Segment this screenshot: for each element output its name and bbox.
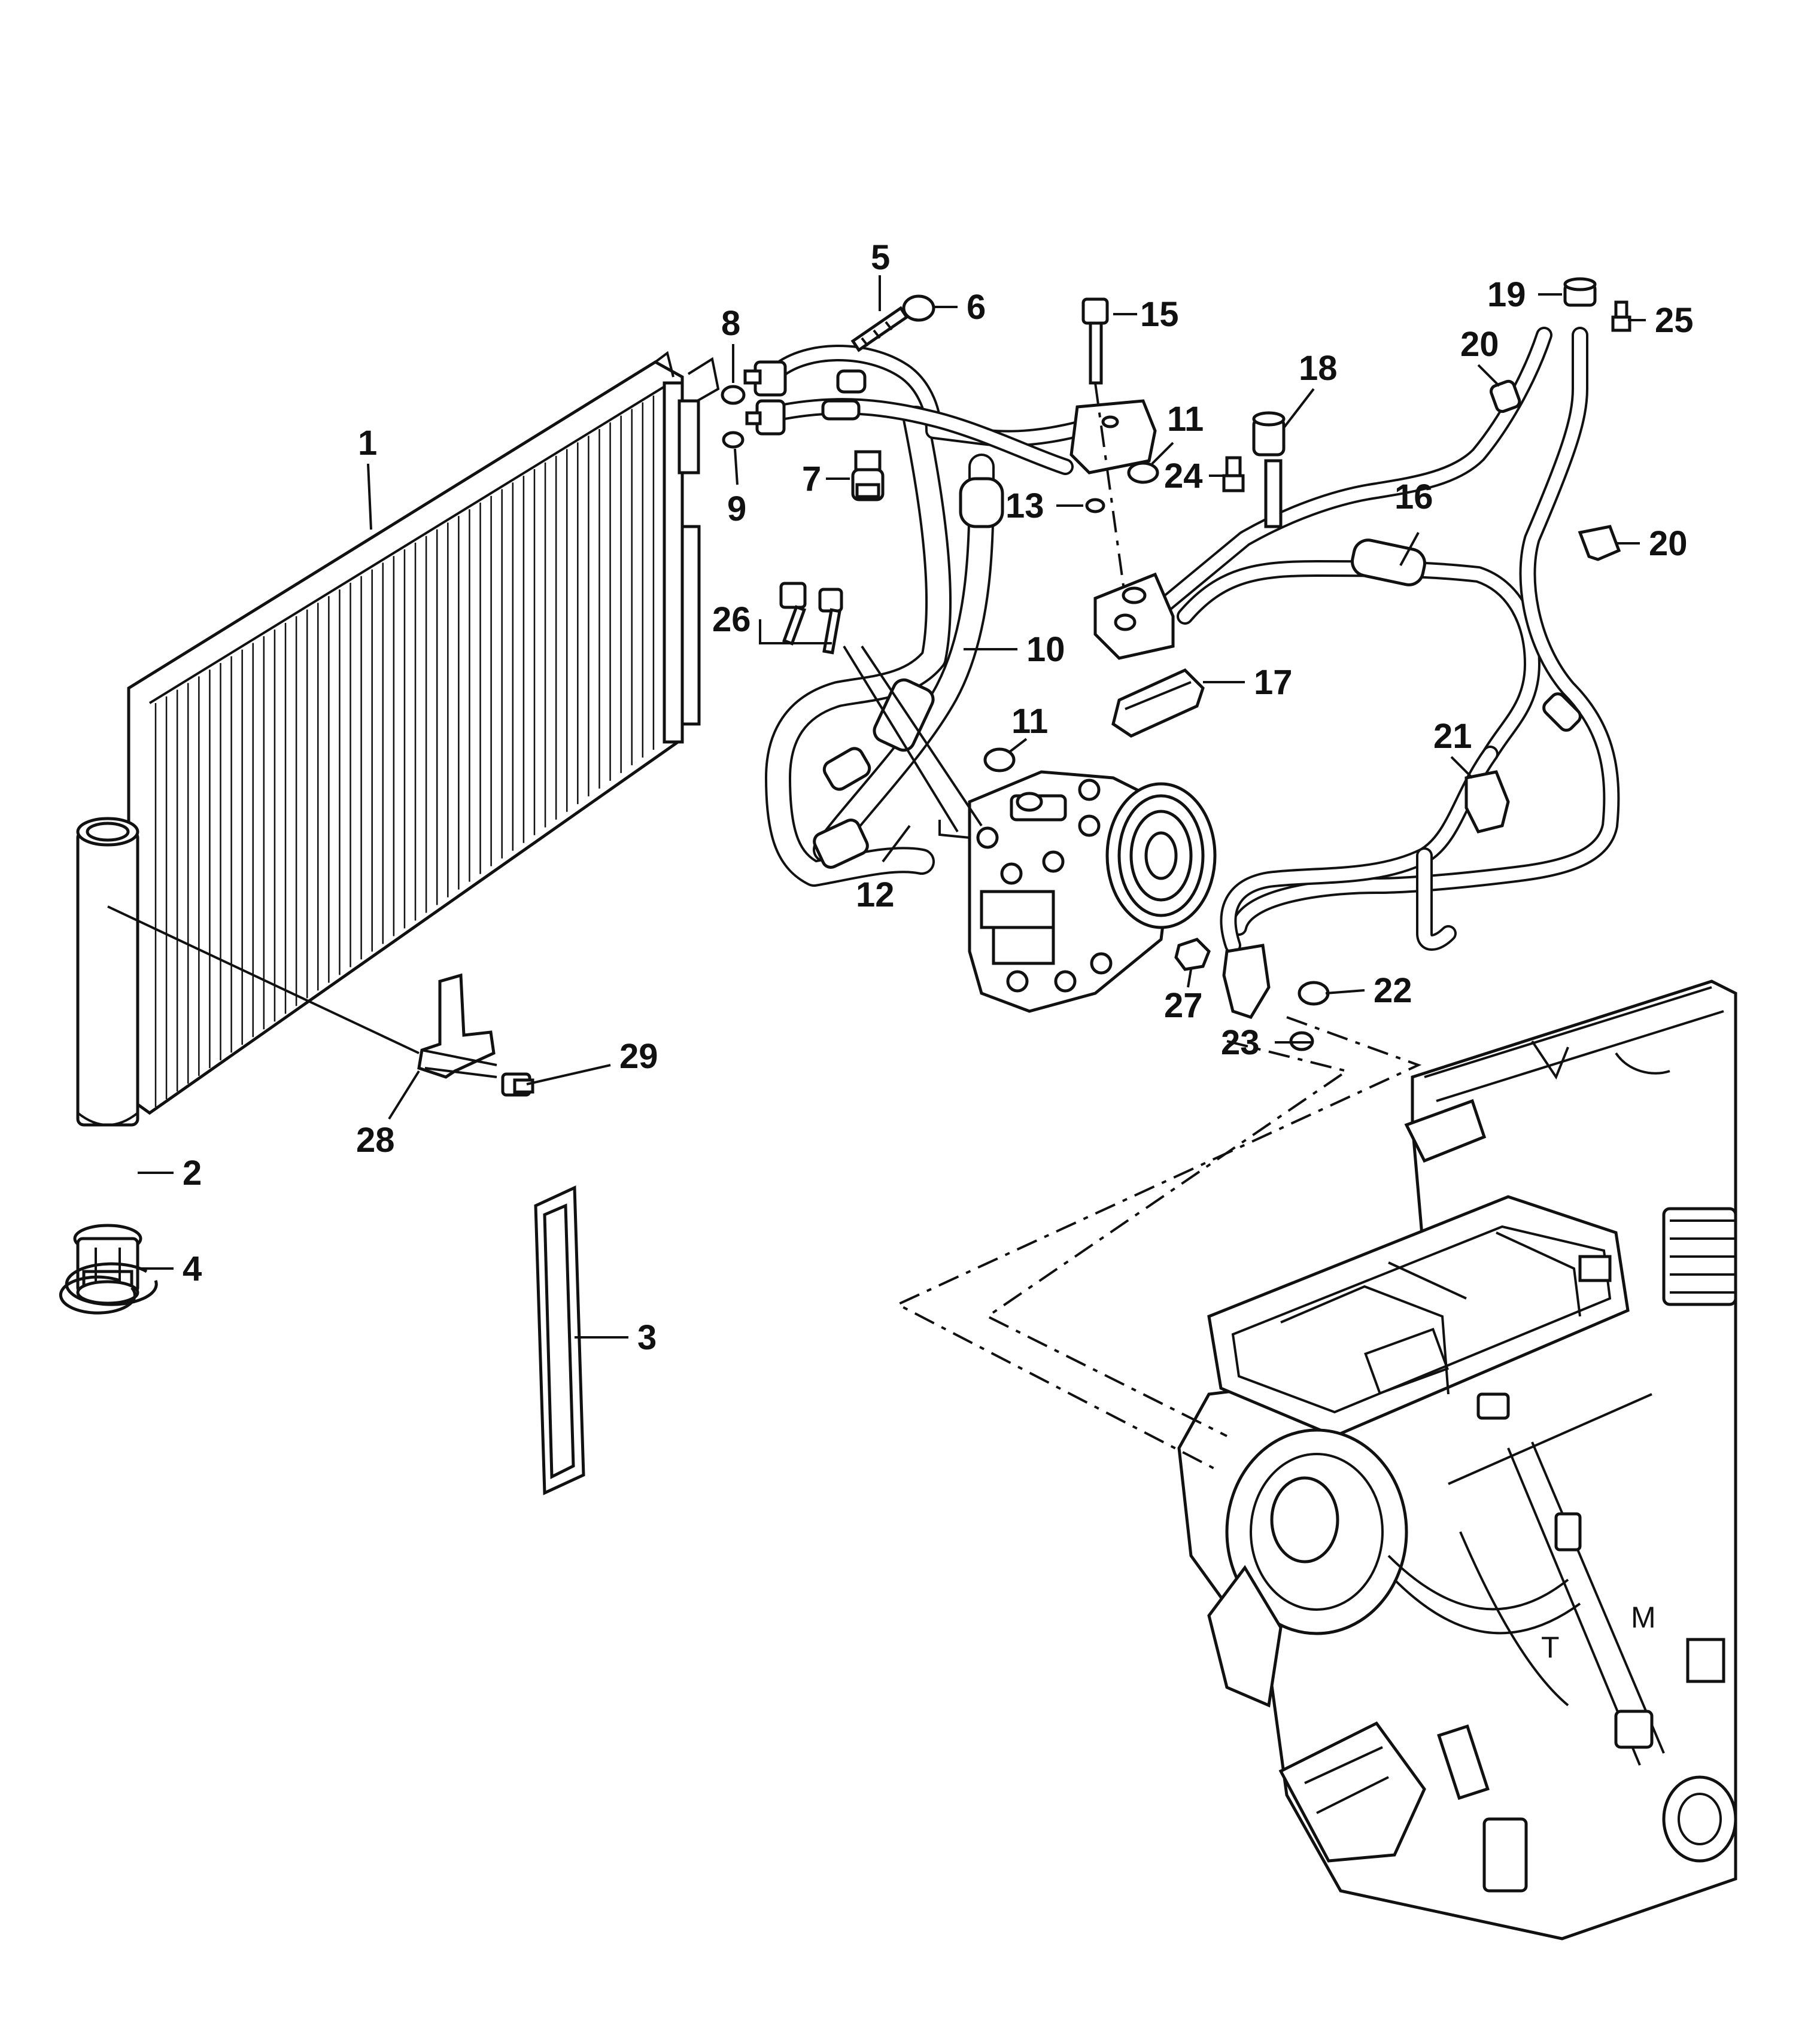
condenser-fittings (743, 360, 867, 436)
valve-24 (1222, 456, 1245, 492)
guide-line-26b (861, 645, 983, 827)
condenser-fins (154, 389, 666, 1107)
callout-12: 12 (856, 875, 895, 914)
valve-25 (1611, 300, 1631, 332)
callout-23: 23 (1221, 1023, 1260, 1062)
callout-18: 18 (1299, 349, 1338, 388)
o-ring-12 (1016, 792, 1043, 812)
stud (850, 306, 909, 352)
callout-4: 4 (183, 1249, 202, 1288)
o-ring-11-upper (1127, 461, 1159, 484)
cap-20-upper (1489, 379, 1521, 413)
o-ring-11-lower (983, 747, 1016, 772)
seal-strip (534, 1185, 585, 1495)
callout-19: 19 (1487, 275, 1526, 314)
mounting-bracket (417, 973, 497, 1079)
callout-5: 5 (871, 238, 890, 277)
routing-line-inner (985, 1040, 1350, 1437)
guide-line-15 (1094, 382, 1126, 599)
o-ring-8 (721, 385, 746, 405)
callout-8: 8 (721, 304, 740, 343)
hvac-housing (1177, 980, 1737, 1940)
callout-29: 29 (619, 1037, 658, 1076)
routing-line-outer (895, 1016, 1422, 1473)
cap-19 (1563, 277, 1597, 307)
callout-2: 2 (183, 1154, 202, 1193)
callout-20-lower: 20 (1649, 524, 1688, 563)
leader-lines (138, 275, 1646, 1339)
cap-20-lower (1578, 525, 1621, 561)
callout-1: 1 (358, 424, 377, 463)
callout-11-lower: 11 (1011, 702, 1048, 741)
guide-line-26a (843, 645, 959, 833)
compressor (968, 770, 1217, 1013)
receiver-drier (76, 817, 139, 1127)
callout-labels: 1 2 3 4 5 6 7 8 9 10 11 11 12 13 15 16 1… (183, 238, 1694, 1357)
callout-17: 17 (1254, 663, 1293, 702)
pressure-switch (851, 450, 885, 501)
callout-7: 7 (802, 460, 821, 498)
clip-21 (1464, 770, 1510, 834)
callout-10: 10 (1026, 630, 1065, 669)
o-ring-9 (722, 431, 745, 449)
o-ring-22 (1298, 981, 1330, 1006)
nut (902, 294, 935, 322)
callout-25: 25 (1655, 301, 1694, 340)
callout-26: 26 (712, 600, 751, 639)
callout-20-upper: 20 (1460, 325, 1499, 364)
callout-28: 28 (356, 1121, 395, 1160)
condenser (127, 351, 720, 1115)
callout-3: 3 (637, 1318, 657, 1357)
callout-11-upper: 11 (1167, 400, 1204, 439)
o-ring-13 (1085, 498, 1105, 513)
leader-drier-bracket (107, 905, 420, 1054)
callout-9: 9 (727, 489, 746, 528)
callout-16: 16 (1394, 477, 1433, 516)
callout-24: 24 (1164, 457, 1203, 495)
hvac-letter-t: T (1541, 1631, 1560, 1664)
bolts-26 (779, 582, 843, 655)
hvac-letter-m: M (1631, 1601, 1656, 1634)
bracket-bolt (501, 1072, 534, 1097)
callout-22: 22 (1374, 971, 1412, 1010)
expansion-valve (1111, 668, 1205, 738)
callout-15: 15 (1140, 295, 1179, 334)
cap-18 (1252, 411, 1286, 457)
guide-line-12 (938, 820, 970, 839)
callout-27: 27 (1164, 986, 1203, 1025)
callout-13: 13 (1005, 486, 1044, 525)
bolt-15 (1081, 297, 1109, 385)
callout-21: 21 (1433, 717, 1472, 756)
callout-6: 6 (967, 288, 986, 327)
snap-ring-2 (65, 1262, 158, 1306)
nut-27 (1174, 938, 1211, 971)
